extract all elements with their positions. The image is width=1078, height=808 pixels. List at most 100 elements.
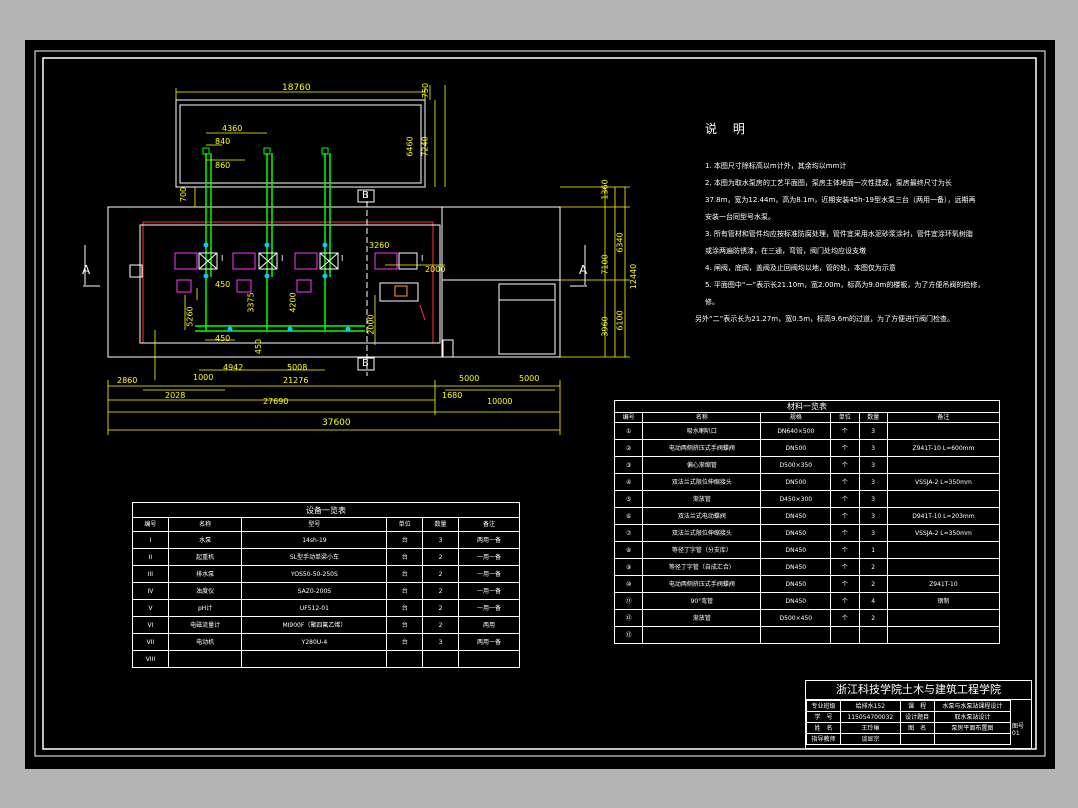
table-cell bbox=[457, 650, 521, 668]
table-cell: Z941T-10 bbox=[886, 575, 1001, 593]
note-line: 1. 本图尺寸除标高以m计外，其余均以mm计 bbox=[705, 162, 847, 170]
table-cell: D450×300 bbox=[760, 490, 832, 508]
table-cell: UF512-01 bbox=[241, 599, 388, 617]
table-cell: 谈显宗 bbox=[840, 733, 901, 745]
table-cell: 个 bbox=[830, 524, 860, 542]
table-cell: 渐放管 bbox=[642, 609, 762, 627]
table-cell: ⑩ bbox=[613, 575, 644, 593]
table-cell: V bbox=[132, 599, 169, 617]
dim-10000: 10000 bbox=[487, 397, 513, 406]
table-cell: 2 bbox=[422, 582, 459, 600]
dim-6340: 6340 bbox=[615, 232, 625, 253]
table-cell: 给排水152 bbox=[840, 700, 901, 712]
table-cell bbox=[933, 733, 1012, 745]
table-cell: 3 bbox=[858, 473, 888, 491]
table-cell: 吸水喇叭口 bbox=[642, 422, 762, 440]
section-mark-b-top: B bbox=[362, 190, 369, 201]
th: 编号 bbox=[132, 517, 169, 532]
section-mark-a-right: A bbox=[579, 263, 588, 277]
table-cell: DN640×500 bbox=[760, 422, 832, 440]
table-cell: IV bbox=[132, 582, 169, 600]
table-cell: 双法兰式电动蝶阀 bbox=[642, 507, 762, 525]
dim-2028: 2028 bbox=[165, 391, 186, 400]
table-cell bbox=[858, 626, 888, 644]
table-cell: 2 bbox=[422, 599, 459, 617]
table-cell: 90°弯管 bbox=[642, 592, 762, 610]
dim-4942: 4942 bbox=[223, 363, 244, 372]
table-cell: 学 号 bbox=[805, 711, 842, 723]
table-cell: ② bbox=[613, 439, 644, 457]
table-cell: 等径丁字管（分支库） bbox=[642, 541, 762, 559]
table-cell: II bbox=[132, 548, 169, 566]
dim-27690: 27690 bbox=[263, 397, 289, 406]
th: 型号 bbox=[241, 517, 388, 532]
table-cell: 3 bbox=[858, 456, 888, 474]
th: 数量 bbox=[858, 412, 888, 423]
table-cell: 3 bbox=[422, 633, 459, 651]
table-cell: 4 bbox=[858, 592, 888, 610]
table-cell: 偏心渐缩管 bbox=[642, 456, 762, 474]
table-cell bbox=[830, 626, 860, 644]
dim-3260: 3260 bbox=[369, 241, 390, 250]
table-cell: 起重机 bbox=[167, 548, 243, 566]
th: 备注 bbox=[886, 412, 1001, 423]
table-cell: VII bbox=[132, 633, 169, 651]
dim-7240: 7240 bbox=[420, 136, 430, 157]
table-cell: ⑨ bbox=[613, 558, 644, 576]
table-cell: 2 bbox=[422, 565, 459, 583]
table-cell: 姓 名 bbox=[805, 722, 842, 734]
table-row: 指导教师谈显宗 bbox=[805, 733, 1012, 745]
th: 单位 bbox=[830, 412, 860, 423]
table-row: 姓 名王玲琳图 名泵房平面布置图 bbox=[805, 722, 1012, 734]
table-cell: 个 bbox=[830, 439, 860, 457]
dim-5000-b: 5000 bbox=[519, 374, 540, 383]
table-cell bbox=[422, 650, 459, 668]
table-cell: 2 bbox=[858, 609, 888, 627]
table-cell: MI900F（聚四氟乙烯） bbox=[241, 616, 388, 634]
table-cell: ④ bbox=[613, 473, 644, 491]
table-cell: 两用一备 bbox=[457, 633, 521, 651]
dim-700: 700 bbox=[179, 186, 189, 203]
table-cell: DN500 bbox=[760, 473, 832, 491]
dim-6460: 6460 bbox=[405, 136, 415, 157]
dim-total-tank: 18760 bbox=[282, 83, 311, 93]
table-cell: 双法兰式限位伸缩接头 bbox=[642, 473, 762, 491]
material-table-title: 材料一览表 bbox=[614, 400, 1000, 413]
table-cell: ⑧ bbox=[613, 541, 644, 559]
table-cell: 电动机 bbox=[167, 633, 243, 651]
dim-1000: 1000 bbox=[193, 373, 214, 382]
table-cell: 水泵 bbox=[167, 531, 243, 549]
table-cell: VSSJA-2 L=350mm bbox=[886, 524, 1001, 542]
table-cell bbox=[899, 733, 935, 745]
dim-1680: 1680 bbox=[442, 391, 463, 400]
th: 名称 bbox=[167, 517, 243, 532]
table-cell: 1 bbox=[858, 541, 888, 559]
table-cell: D941T-10 L=203mm bbox=[886, 507, 1001, 525]
note-line: 4. 闸阀，底阀，盖阀及止回阀均以地，管的处，本图仅为示意 bbox=[705, 264, 896, 272]
table-cell: ⑪ bbox=[613, 592, 644, 610]
table-cell: 渐放管 bbox=[642, 490, 762, 508]
table-cell bbox=[886, 609, 1001, 627]
note-line: 5. 平面图中“一”表示长21.10m，宽2.00m，标高为9.0m的楼板，为了… bbox=[705, 281, 985, 289]
table-cell: 电磁流量计 bbox=[167, 616, 243, 634]
th: 数量 bbox=[422, 517, 459, 532]
dim-tank-height: 750 bbox=[421, 82, 431, 99]
dim-1360: 1360 bbox=[600, 179, 610, 200]
table-cell: YOS50-50-250S bbox=[241, 565, 388, 583]
table-cell: DN450 bbox=[760, 541, 832, 559]
table-cell bbox=[886, 422, 1001, 440]
table-cell: VSSJA-2 L=350mm bbox=[886, 473, 1001, 491]
table-cell: 个 bbox=[830, 507, 860, 525]
